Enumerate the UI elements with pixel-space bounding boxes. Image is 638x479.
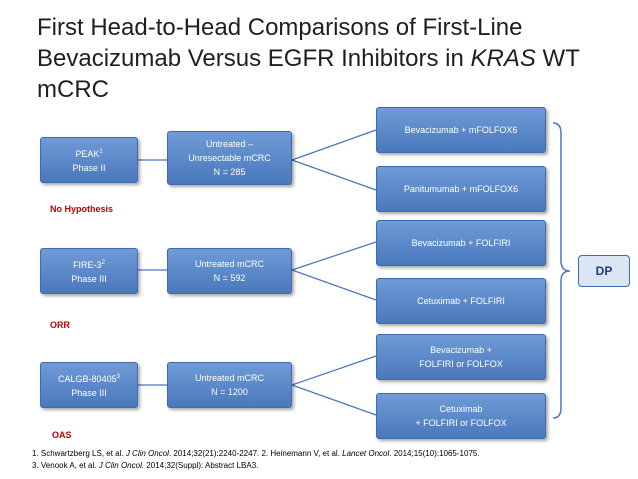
dp-box: DP bbox=[578, 255, 630, 287]
title-line-2: Bevacizumab Versus EGFR Inhibitors in KR… bbox=[37, 43, 617, 74]
arm-box-calgb-1: Bevacizumab + FOLFIRI or FOLFOX bbox=[376, 334, 546, 380]
arm-box-fire3-2: Cetuximab + FOLFIRI bbox=[376, 278, 546, 324]
connector-fire3-arm2 bbox=[291, 269, 377, 301]
hypothesis-label-calgb: OAS bbox=[52, 430, 72, 440]
study-phase: Phase II bbox=[72, 163, 106, 173]
study-box-fire3: FIRE-32 Phase III bbox=[40, 248, 138, 294]
arm-label: Cetuximab bbox=[439, 404, 483, 414]
study-name: PEAK1 bbox=[75, 149, 103, 159]
bracket bbox=[552, 122, 571, 419]
sample-size: N = 1200 bbox=[211, 387, 248, 397]
references: 1. Schwartzberg LS, et al. J Clin Oncol.… bbox=[32, 448, 480, 472]
arm-box-peak-1: Bevacizumab + mFOLFOX6 bbox=[376, 107, 546, 153]
arm-label: FOLFIRI or FOLFOX bbox=[419, 359, 503, 369]
title-line-2-text: Bevacizumab Versus EGFR Inhibitors in bbox=[37, 45, 471, 72]
arm-label: + FOLFIRI or FOLFOX bbox=[415, 418, 507, 428]
title-line-3: mCRC bbox=[37, 76, 109, 103]
population-box-peak: Untreated – Unresectable mCRC N = 285 bbox=[167, 131, 292, 185]
reference-line-2: 3. Venook A, et al. J Clin Oncol. 2014;3… bbox=[32, 461, 259, 470]
study-box-peak: PEAK1 Phase II bbox=[40, 137, 138, 183]
population-line: Untreated mCRC bbox=[194, 373, 265, 383]
population-line: Untreated – bbox=[205, 139, 254, 149]
sample-size: N = 285 bbox=[213, 167, 246, 177]
study-phase: Phase III bbox=[71, 274, 107, 284]
arm-label: Cetuximab + FOLFIRI bbox=[417, 296, 505, 306]
study-box-calgb: CALGB-804053 Phase III bbox=[40, 362, 138, 408]
population-box-calgb: Untreated mCRC N = 1200 bbox=[167, 362, 292, 408]
hypothesis-label-peak: No Hypothesis bbox=[50, 204, 114, 214]
reference-line-1: 1. Schwartzberg LS, et al. J Clin Oncol.… bbox=[32, 449, 480, 458]
population-box-fire3: Untreated mCRC N = 592 bbox=[167, 248, 292, 294]
connector-peak-arm1 bbox=[291, 129, 377, 161]
arm-label: Panitumumab + mFOLFOX6 bbox=[403, 184, 519, 194]
arm-label: Bevacizumab + bbox=[430, 345, 492, 355]
connector-calgb-arm2 bbox=[291, 384, 377, 416]
connector-fire3-arm1 bbox=[291, 241, 377, 271]
connector-calgb-arm1 bbox=[291, 355, 377, 386]
title-wt: WT bbox=[535, 45, 580, 72]
arm-box-fire3-1: Bevacizumab + FOLFIRI bbox=[376, 220, 546, 266]
title-kras: KRAS bbox=[470, 45, 536, 72]
arm-label: Bevacizumab + mFOLFOX6 bbox=[404, 125, 518, 135]
sample-size: N = 592 bbox=[213, 273, 246, 283]
title-line-1: First Head-to-Head Comparisons of First-… bbox=[37, 14, 523, 41]
arm-box-calgb-2: Cetuximab + FOLFIRI or FOLFOX bbox=[376, 393, 546, 439]
study-name: FIRE-32 bbox=[73, 260, 105, 270]
arm-label: Bevacizumab + FOLFIRI bbox=[411, 238, 511, 248]
slide-title: First Head-to-Head Comparisons of First-… bbox=[37, 12, 617, 105]
hypothesis-label-fire3: ORR bbox=[50, 320, 70, 330]
population-line: Untreated mCRC bbox=[194, 259, 265, 269]
arm-box-peak-2: Panitumumab + mFOLFOX6 bbox=[376, 166, 546, 212]
study-name: CALGB-804053 bbox=[58, 374, 120, 384]
connector-peak-arm2 bbox=[291, 159, 377, 191]
population-line: Unresectable mCRC bbox=[188, 153, 271, 163]
study-phase: Phase III bbox=[71, 388, 107, 398]
